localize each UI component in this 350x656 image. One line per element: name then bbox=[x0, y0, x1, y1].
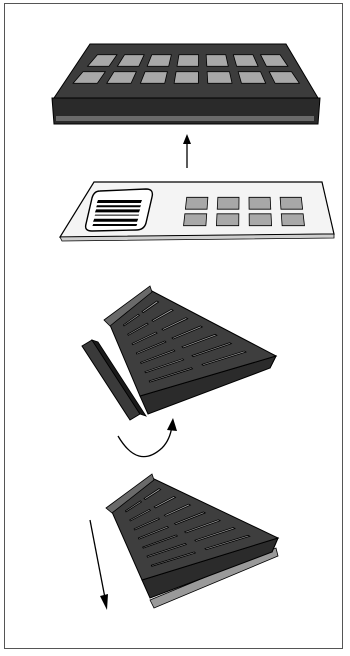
cell bbox=[177, 55, 199, 67]
tray-top-view bbox=[52, 44, 320, 124]
cell bbox=[185, 197, 208, 209]
cell bbox=[207, 72, 232, 84]
tray-slide-out bbox=[106, 474, 278, 608]
barcode-bar bbox=[93, 219, 138, 222]
barcode-bar bbox=[95, 209, 140, 212]
cell bbox=[249, 197, 271, 209]
cell bbox=[206, 55, 228, 67]
cell bbox=[174, 72, 198, 84]
cell bbox=[280, 197, 303, 209]
cell bbox=[147, 55, 171, 67]
down-arrow bbox=[90, 520, 108, 610]
up-arrow bbox=[183, 134, 191, 168]
barcode-bar bbox=[95, 215, 139, 216]
barcode-bar bbox=[92, 224, 137, 226]
cell bbox=[184, 214, 207, 226]
cell bbox=[281, 214, 304, 226]
cell bbox=[140, 72, 167, 84]
barcode-bar bbox=[97, 200, 142, 203]
cell bbox=[217, 197, 239, 209]
barcode-card bbox=[60, 182, 334, 241]
cell bbox=[216, 214, 238, 226]
tray-side-cover-removal bbox=[82, 286, 276, 420]
cell bbox=[249, 214, 271, 226]
barcode-bar bbox=[96, 205, 141, 207]
cell bbox=[238, 72, 266, 84]
rotate-arrow bbox=[118, 418, 177, 457]
